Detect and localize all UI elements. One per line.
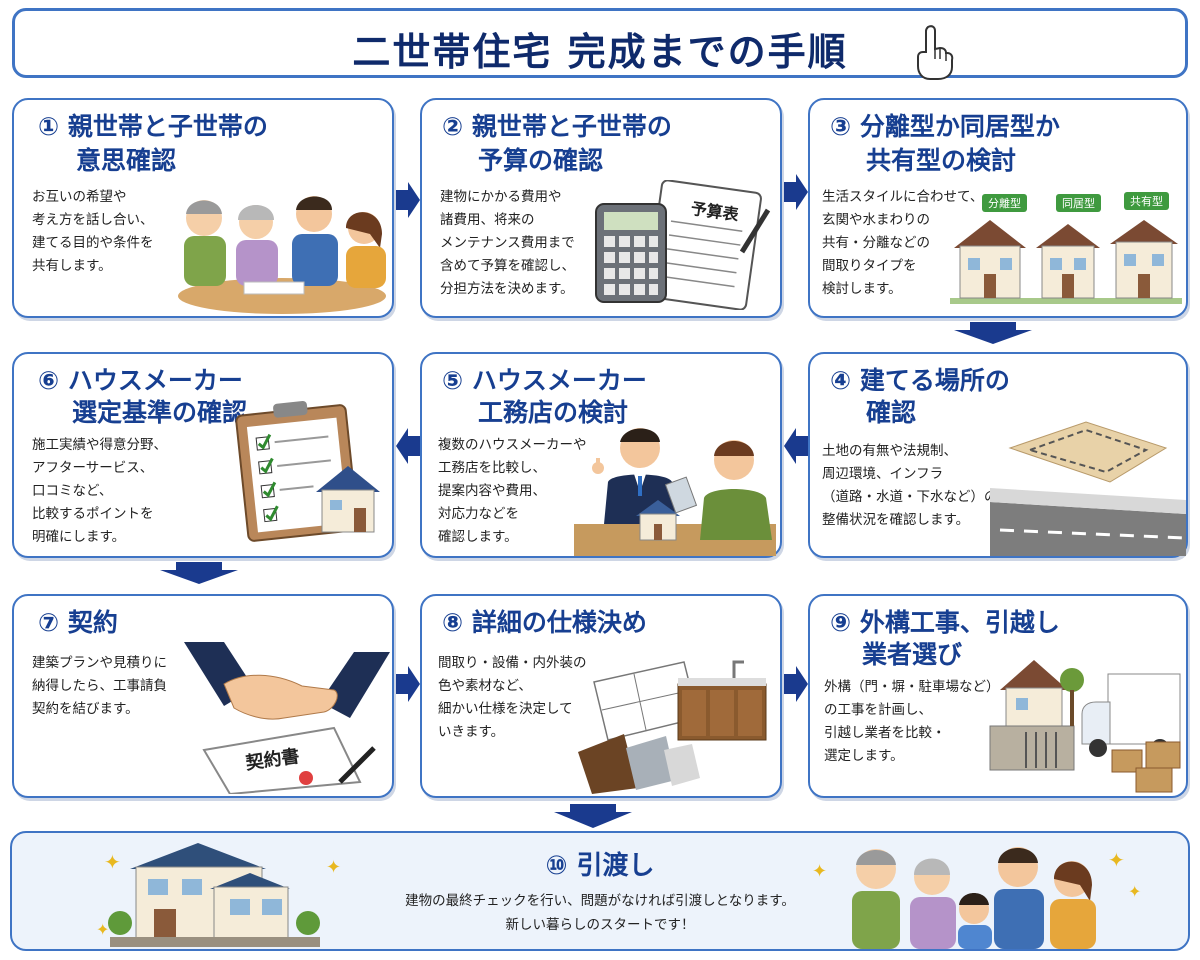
tag-shared-type: 共有型	[1124, 192, 1169, 210]
step-1-card: ① 親世帯と子世帯の 意思確認 お互いの希望や考え方を話し合い、 建てる目的や条…	[12, 98, 394, 318]
step-1-title-2: 意思確認	[76, 146, 177, 175]
step-7-card: ⑦ 契約 建築プランや見積りに納得したら、工事請負契約を結びます。 契約書	[12, 594, 394, 798]
pointing-hand-icon	[917, 25, 954, 80]
step-2-card: ② 親世帯と子世帯の 予算の確認 建物にかかる費用や諸費用、将来のメンテナンス費…	[420, 98, 782, 318]
step-5-card: ⑤ ハウスメーカー 工務店の検討 複数のハウスメーカーや工務店を比較し、提案内容…	[420, 352, 782, 558]
family-discussion-illustration	[178, 196, 386, 314]
exterior-moving-truck-illustration	[989, 660, 1181, 793]
floorplan-samples-illustration	[578, 660, 767, 794]
step-6-card: ⑥ ハウスメーカー 選定基準の確認 施工実績や得意分野、アフターサービス、口コミ…	[12, 352, 394, 558]
land-plot-road-illustration	[990, 421, 1186, 556]
step-8-title: ⑧ 詳細の仕様決め	[442, 608, 647, 637]
step-7-title: ⑦ 契約	[38, 608, 118, 637]
step-5-description: 複数のハウスメーカーや工務店を比較し、提案内容や費用、 対応力などを確認します。	[438, 437, 587, 545]
svg-text:✦: ✦	[96, 920, 109, 939]
step-10-title: ⑩ 引渡し	[545, 851, 655, 881]
svg-text:✦: ✦	[1108, 848, 1125, 872]
step-2-title-2: 予算の確認	[478, 146, 604, 175]
step-8-card: ⑧ 詳細の仕様決め 間取り・設備・内外装の色や素材など、 細かい仕様を決定してい…	[420, 594, 782, 798]
step-5-title: ⑤ ハウスメーカー	[442, 366, 647, 395]
step-3-title: ③ 分離型か同居型か	[830, 112, 1060, 141]
arrow-down-1	[954, 322, 1032, 344]
step-3-description: 生活スタイルに合わせて、玄関や水まわりの共有・分離などの 間取りタイプを検討しま…	[822, 189, 984, 297]
arrow-down-2	[160, 562, 238, 584]
arrow-right-2	[784, 174, 808, 210]
step-2-description: 建物にかかる費用や諸費用、将来のメンテナンス費用まで 含めて予算を確認し、分担方…	[440, 189, 575, 297]
step-4-title-2: 確認	[866, 398, 917, 427]
svg-text:✦: ✦	[326, 857, 341, 878]
step-7-description: 建築プランや見積りに納得したら、工事請負契約を結びます。	[32, 655, 167, 717]
step-4-card: ④ 建てる場所の 確認 土地の有無や法規制、周辺環境、インフラ （道路・水道・下…	[808, 352, 1188, 558]
calculator-budget-illustration: 予算表	[595, 180, 771, 310]
arrow-down-3	[554, 804, 632, 828]
step-5-title-2: 工務店の検討	[478, 398, 629, 427]
step-9-title-2: 業者選び	[862, 640, 963, 669]
step-6-title-2: 選定基準の確認	[72, 398, 248, 427]
step-1-description: お互いの希望や考え方を話し合い、 建てる目的や条件を共有します。	[32, 189, 154, 274]
step-6-description: 施工実績や得意分野、アフターサービス、口コミなど、 比較するポイントを明確にしま…	[32, 437, 167, 545]
three-house-types-illustration	[950, 220, 1182, 304]
step-6-title: ⑥ ハウスメーカー	[38, 366, 243, 395]
handshake-contract-illustration: 契約書	[184, 642, 390, 794]
happy-family-illustration: ✦ ✦ ✦	[812, 847, 1141, 949]
arrow-right-1	[396, 182, 420, 218]
step-1-title: ① 親世帯と子世帯の	[38, 112, 268, 141]
housemaker-consultation-illustration	[574, 428, 776, 556]
step-10-line-2: 新しい暮らしのスタートです！	[505, 917, 695, 933]
arrow-right-4	[784, 666, 808, 702]
step-9-card: ⑨ 外構工事、引越し 業者選び 外構（門・塀・駐車場など）の工事を計画し、 引越…	[808, 594, 1188, 798]
step-2-title: ② 親世帯と子世帯の	[442, 112, 672, 141]
step-3-title-2: 共有型の検討	[866, 146, 1017, 175]
step-3-card: ③ 分離型か同居型か 共有型の検討 生活スタイルに合わせて、玄関や水まわりの共有…	[808, 98, 1188, 318]
arrow-left-2	[784, 428, 808, 464]
title-banner: 二世帯住宅 完成までの手順	[12, 8, 1188, 80]
tag-separate-type: 分離型	[982, 194, 1027, 212]
step-4-title: ④ 建てる場所の	[830, 366, 1010, 395]
step-9-title: ⑨ 外構工事、引越し	[830, 608, 1060, 637]
arrow-left-1	[396, 428, 420, 464]
step-10-card: ⑩ 引渡し 建物の最終チェックを行い、問題がなければ引渡しとなります。 新しい暮…	[10, 831, 1190, 951]
completed-house-illustration: ✦ ✦ ✦	[96, 843, 341, 947]
checklist-clipboard-illustration	[235, 401, 380, 542]
step-8-description: 間取り・設備・内外装の色や素材など、 細かい仕様を決定していきます。	[438, 655, 587, 740]
step-4-description: 土地の有無や法規制、周辺環境、インフラ （道路・水道・下水など）の整備状況を確認…	[822, 443, 998, 528]
arrow-right-3	[396, 666, 420, 702]
step-9-description: 外構（門・塀・駐車場など）の工事を計画し、 引越し業者を比較・選定します。	[824, 679, 1000, 764]
tag-cohabit-type: 同居型	[1056, 194, 1101, 212]
step-10-line-1: 建物の最終チェックを行い、問題がなければ引渡しとなります。	[405, 893, 795, 909]
svg-text:✦: ✦	[1128, 882, 1141, 901]
page-title: 二世帯住宅 完成までの手順	[352, 30, 848, 74]
svg-text:✦: ✦	[812, 861, 827, 882]
svg-text:✦: ✦	[104, 850, 121, 874]
